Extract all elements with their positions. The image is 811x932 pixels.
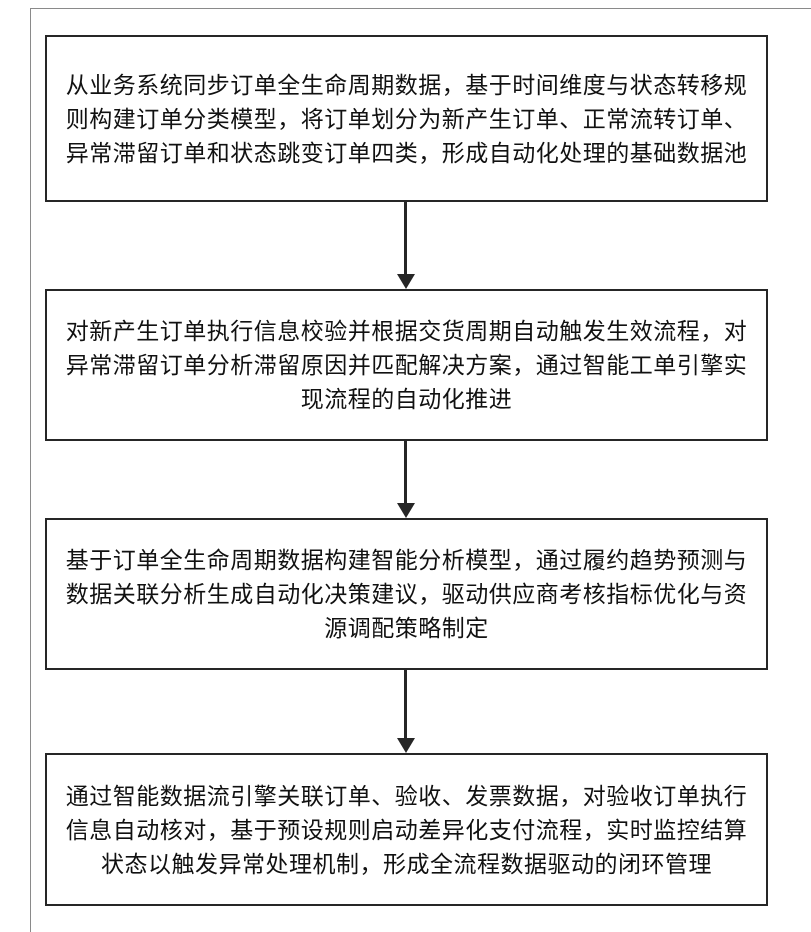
figure-frame-top	[30, 8, 811, 9]
flow-step-2-text: 对新产生订单执行信息校验并根据交货周期自动触发生效流程，对异常滞留订单分析滞留原…	[65, 318, 748, 412]
flow-step-1: 从业务系统同步订单全生命周期数据，基于时间维度与状态转移规则构建订单分类模型，将…	[45, 35, 768, 202]
flow-step-3-text: 基于订单全生命周期数据构建智能分析模型，通过履约趋势预测与数据关联分析生成自动化…	[65, 547, 748, 641]
flow-step-1-text: 从业务系统同步订单全生命周期数据，基于时间维度与状态转移规则构建订单分类模型，将…	[65, 71, 748, 166]
flow-step-2: 对新产生订单执行信息校验并根据交货周期自动触发生效流程，对异常滞留订单分析滞留原…	[45, 289, 768, 441]
figure-frame-left	[30, 8, 31, 932]
arrow-shaft	[404, 670, 407, 738]
flow-step-4-text: 通过智能数据流引擎关联订单、验收、发票数据，对验收订单执行信息自动核对，基于预设…	[65, 782, 748, 877]
connector-2-3	[0, 441, 811, 518]
arrow-shaft	[404, 441, 407, 503]
arrow-down-icon	[396, 738, 415, 753]
connector-1-2	[0, 202, 811, 289]
arrow-down-icon	[396, 503, 415, 518]
connector-3-4	[0, 670, 811, 753]
arrow-shaft	[404, 202, 407, 274]
arrow-down-icon	[396, 274, 415, 289]
flow-step-4: 通过智能数据流引擎关联订单、验收、发票数据，对验收订单执行信息自动核对，基于预设…	[45, 753, 768, 906]
flow-step-3: 基于订单全生命周期数据构建智能分析模型，通过履约趋势预测与数据关联分析生成自动化…	[45, 518, 768, 670]
